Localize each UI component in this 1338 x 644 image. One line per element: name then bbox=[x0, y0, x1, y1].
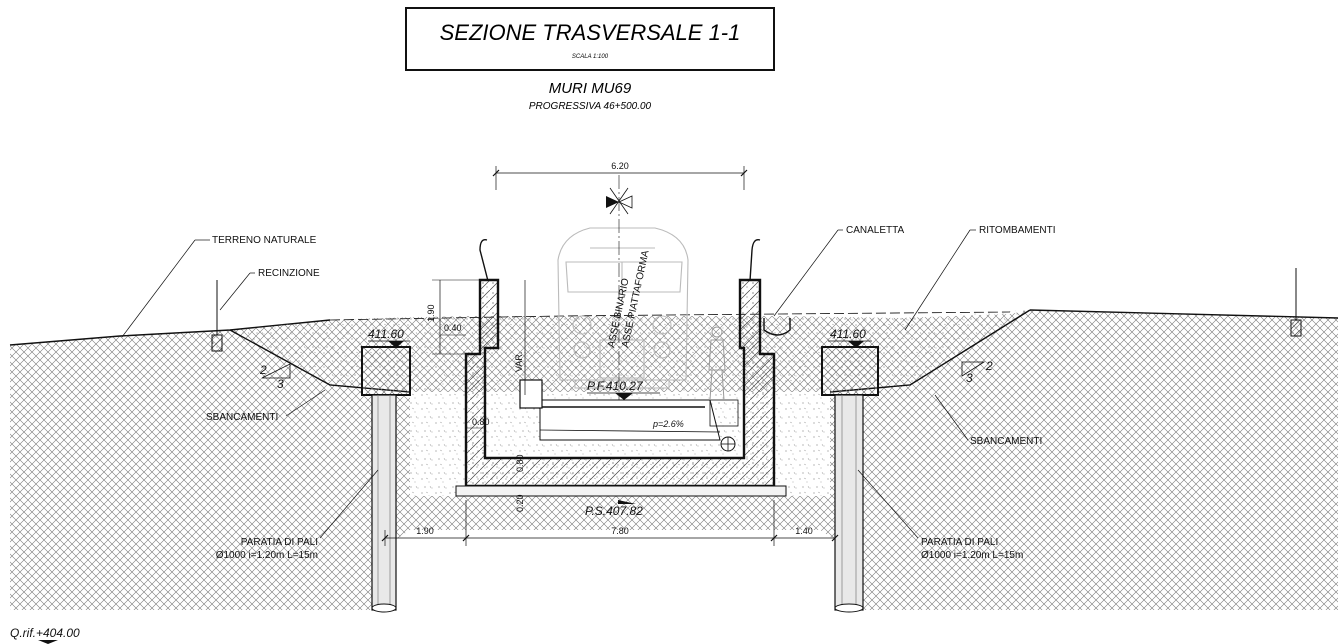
svg-text:3: 3 bbox=[966, 371, 973, 385]
elevation-right-top: 411.60 bbox=[828, 327, 872, 348]
svg-text:411.60: 411.60 bbox=[368, 327, 404, 341]
svg-text:Ø1000 i=1.20m L=15m: Ø1000 i=1.20m L=15m bbox=[216, 550, 318, 561]
track-bed bbox=[539, 399, 721, 441]
label-sbancamenti-left: SBANCAMENTI bbox=[206, 389, 326, 423]
u-channel-structure bbox=[464, 278, 776, 488]
slope-right: 2 3 bbox=[961, 359, 993, 385]
svg-text:PARATIA DI PALI: PARATIA DI PALI bbox=[241, 537, 318, 548]
svg-text:1.90: 1.90 bbox=[416, 526, 434, 536]
svg-text:RITOMBAMENTI: RITOMBAMENTI bbox=[979, 225, 1055, 236]
label-paratia-left: PARATIA DI PALI Ø1000 i=1.20m L=15m bbox=[216, 469, 379, 561]
svg-text:7.80: 7.80 bbox=[611, 526, 629, 536]
elevation-ps: P.S.407.82 bbox=[585, 500, 643, 518]
label-recinzione: RECINZIONE bbox=[219, 268, 320, 311]
worker-figure bbox=[708, 326, 726, 401]
svg-text:P.F.410.27: P.F.410.27 bbox=[587, 379, 644, 393]
pile-right bbox=[834, 394, 864, 613]
locomotive-outline bbox=[557, 227, 689, 389]
svg-text:0.80: 0.80 bbox=[472, 417, 490, 427]
svg-text:SBANCAMENTI: SBANCAMENTI bbox=[970, 436, 1042, 447]
scale-text: SCALA 1:100 bbox=[572, 54, 609, 60]
svg-text:411.60: 411.60 bbox=[830, 327, 866, 341]
svg-text:SBANCAMENTI: SBANCAMENTI bbox=[206, 412, 278, 423]
label-canaletta: CANALETTA bbox=[773, 225, 904, 317]
dim-bottom: 1.90 7.80 1.40 bbox=[381, 500, 839, 546]
slope-label: p=2.6% bbox=[652, 419, 684, 429]
pile-left bbox=[371, 394, 397, 613]
subtitle-text: MURI MU69 bbox=[549, 80, 632, 97]
pile-cap-left bbox=[361, 346, 411, 396]
label-sbancamenti-right: SBANCAMENTI bbox=[934, 394, 1042, 447]
svg-text:1.40: 1.40 bbox=[795, 526, 813, 536]
svg-text:2: 2 bbox=[985, 359, 993, 373]
svg-text:P.S.407.82: P.S.407.82 bbox=[585, 504, 643, 518]
label-terreno-naturale: TERRENO NATURALE bbox=[121, 235, 317, 338]
svg-text:PARATIA DI PALI: PARATIA DI PALI bbox=[921, 537, 998, 548]
canaletta-shape bbox=[763, 318, 791, 336]
blinding-layer bbox=[455, 485, 787, 497]
label-paratia-right: PARATIA DI PALI Ø1000 i=1.20m L=15m bbox=[857, 469, 1023, 561]
svg-text:Q.rif.+404.00: Q.rif.+404.00 bbox=[10, 626, 80, 640]
svg-text:3: 3 bbox=[277, 377, 284, 391]
svg-text:2: 2 bbox=[259, 363, 267, 377]
svg-text:0.80: 0.80 bbox=[515, 454, 525, 472]
label-ritombamenti: RITOMBAMENTI bbox=[904, 225, 1055, 331]
svg-text:0.20: 0.20 bbox=[515, 494, 525, 512]
svg-text:0.40: 0.40 bbox=[444, 323, 462, 333]
railing-right bbox=[749, 239, 761, 282]
axis-marker-icon bbox=[606, 187, 633, 215]
progressive-text: PROGRESSIVA 46+500.00 bbox=[529, 101, 652, 112]
title-block: SEZIONE TRASVERSALE 1-1 SCALA 1:100 bbox=[405, 7, 775, 71]
title-text: SEZIONE TRASVERSALE 1-1 bbox=[440, 20, 741, 45]
svg-text:Ø1000 i=1.20m L=15m: Ø1000 i=1.20m L=15m bbox=[921, 550, 1023, 561]
elevation-left-top: 411.60 bbox=[368, 327, 410, 348]
svg-text:VAR.: VAR. bbox=[514, 352, 524, 372]
fence-right bbox=[1290, 268, 1302, 337]
svg-text:CANALETTA: CANALETTA bbox=[846, 225, 904, 236]
dim-top-width: 6.20 bbox=[492, 161, 748, 190]
elevation-pf: P.F.410.27 bbox=[587, 379, 660, 400]
svg-text:6.20: 6.20 bbox=[611, 161, 629, 171]
fence-left bbox=[211, 280, 223, 352]
slope-left: 2 3 bbox=[259, 363, 291, 391]
elevation-qrif: Q.rif.+404.00 bbox=[10, 626, 80, 644]
svg-text:TERRENO NATURALE: TERRENO NATURALE bbox=[212, 235, 317, 246]
pile-cap-right bbox=[821, 346, 879, 396]
railing-left bbox=[479, 239, 489, 282]
finished-grade bbox=[329, 311, 1011, 321]
cable-trough bbox=[519, 379, 543, 409]
svg-text:RECINZIONE: RECINZIONE bbox=[258, 268, 320, 279]
svg-text:1.90: 1.90 bbox=[426, 304, 436, 322]
dim-left-vertical: 1.90 0.40 VAR. 0.80 0.80 0.20 bbox=[426, 279, 526, 512]
drain-pipe bbox=[709, 399, 739, 452]
